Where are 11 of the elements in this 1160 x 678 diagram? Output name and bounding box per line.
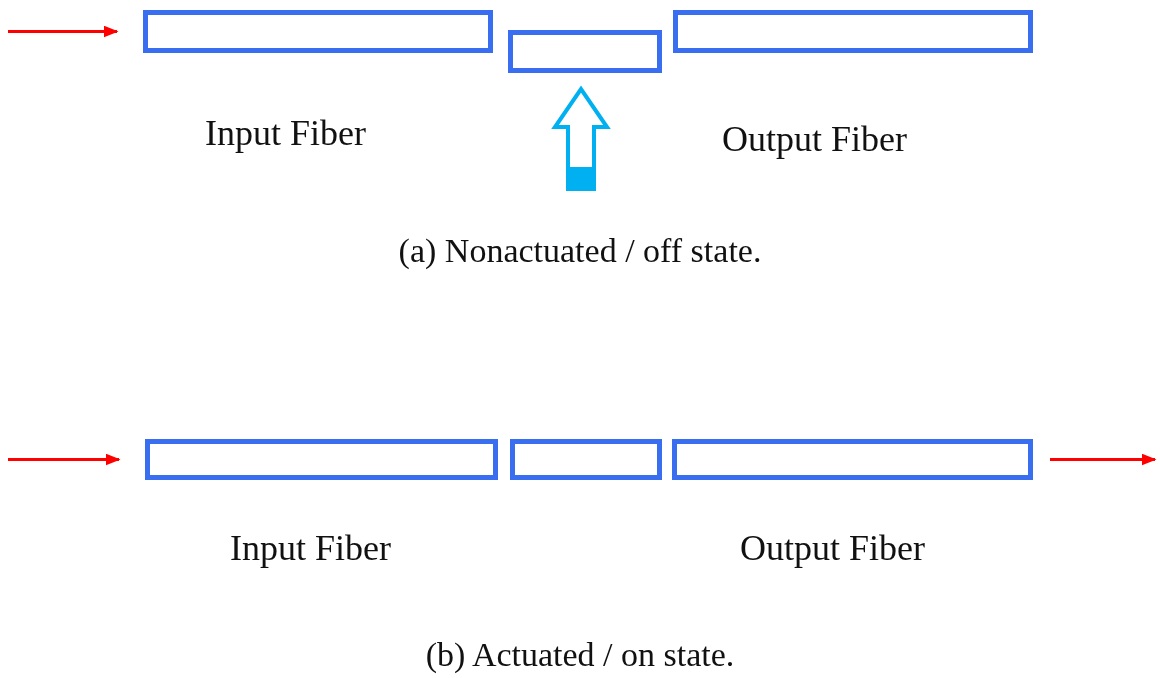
caption: (a) Nonactuated / off state.: [398, 232, 762, 270]
light-arrow: [1050, 453, 1157, 466]
fiber-label: Input Fiber: [205, 112, 366, 154]
fiber-label: Output Fiber: [722, 118, 907, 160]
light-arrow: [8, 453, 121, 466]
fiber-label: Input Fiber: [230, 527, 391, 569]
movable-segment: [510, 439, 662, 480]
movable-segment: [508, 30, 662, 73]
light-arrow: [8, 25, 119, 38]
caption: (b) Actuated / on state.: [425, 636, 735, 674]
fiber-label: Output Fiber: [740, 527, 925, 569]
